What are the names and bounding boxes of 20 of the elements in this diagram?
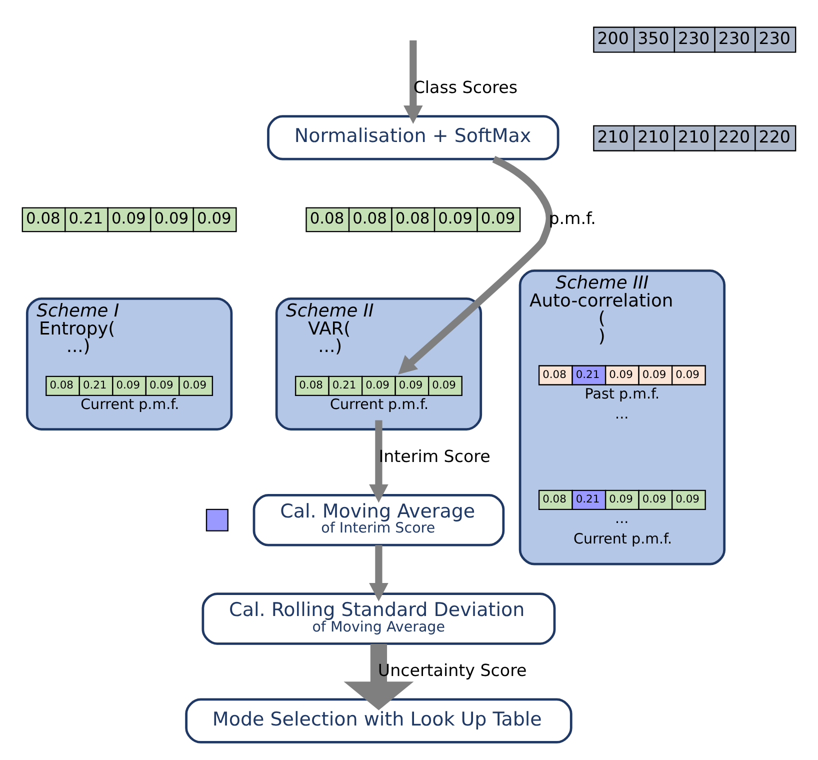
node-label: Current p.m.f. [573, 531, 672, 548]
node-box: Mode Selection with Look Up Table [185, 698, 572, 744]
node-label: Current p.m.f. [330, 397, 429, 414]
edge-label: Interim Score [378, 447, 490, 466]
arrow [344, 644, 414, 710]
edge-label: p.m.f. [548, 209, 596, 228]
arrow [398, 156, 553, 374]
node-box: Cal. Moving Average of Interim Score [252, 494, 505, 546]
edge-label: Uncertainty Score [378, 660, 527, 680]
arrow [369, 545, 388, 602]
node-label: ... [615, 406, 629, 423]
node-box [206, 508, 228, 532]
node-label: Past p.m.f. [584, 386, 660, 403]
edge-label: Class Scores [413, 78, 518, 97]
arrow [404, 40, 423, 124]
node-box: Normalisation + SoftMax [267, 115, 560, 160]
node-label: Current p.m.f. [80, 397, 180, 414]
node-label: ... [615, 511, 629, 528]
arrow [369, 420, 388, 503]
node-box: Cal. Rolling Standard Deviation of Moving Average [202, 592, 556, 645]
